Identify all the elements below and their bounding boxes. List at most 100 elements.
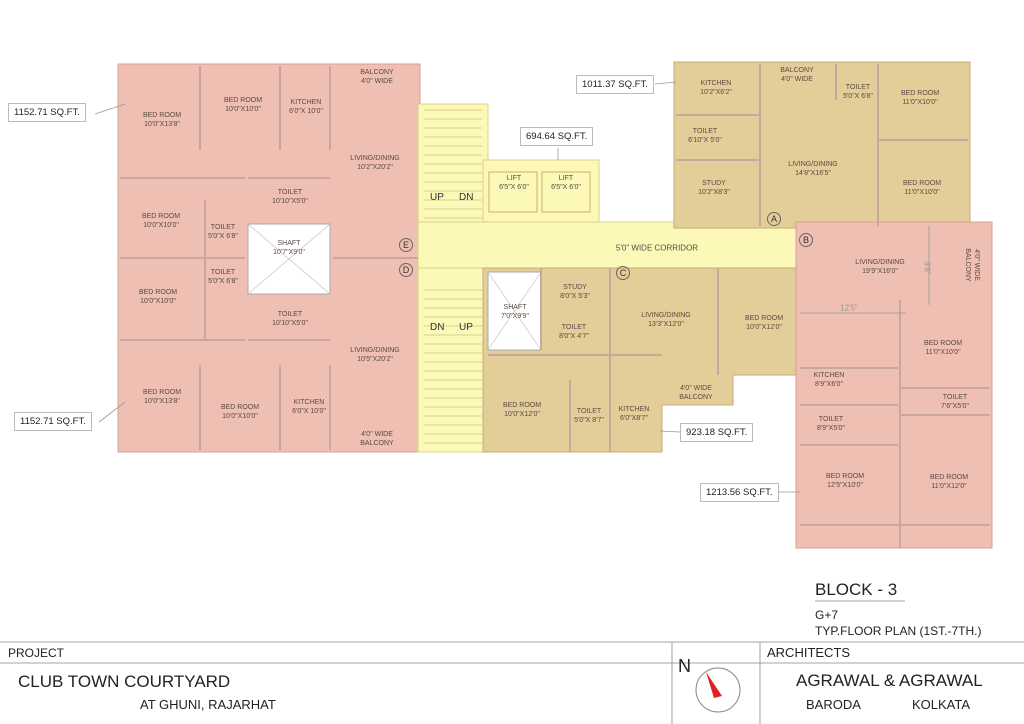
room-name: TOILET — [210, 269, 236, 276]
project-location: AT GHUNI, RAJARHAT — [140, 697, 276, 712]
room-label: KITCHEN 10'2"X6'2" — [700, 79, 732, 97]
room-dimensions: 10'2"X6'2" — [700, 89, 732, 96]
room-name: BED ROOM — [141, 213, 181, 220]
architects-name: AGRAWAL & AGRAWAL — [796, 671, 983, 690]
block-title: BLOCK - 3 — [815, 580, 898, 599]
room-dimensions: 7'0"X9'9" — [501, 313, 529, 320]
area-callout: 1152.71 SQ.FT. — [14, 412, 92, 431]
unit-marker: D — [399, 263, 413, 277]
room-dimensions: BALCONY — [964, 248, 971, 282]
room-dimensions: 10'0"X10'0" — [225, 106, 261, 113]
floors-label: G+7 — [815, 608, 839, 622]
room-dimensions: 10'7"X9'0" — [273, 249, 305, 256]
room-dimensions: 10'5"X20'2" — [357, 356, 393, 363]
room-dimensions: 10'0"X10'0" — [140, 298, 176, 305]
room-name: BED ROOM — [142, 112, 182, 119]
north-label: N — [678, 656, 691, 676]
room-name: TOILET — [576, 408, 602, 415]
room-dimensions: 6'5"X 6'0" — [551, 184, 581, 191]
room-dimensions: 8'9"X6'0" — [815, 381, 843, 388]
project-label: PROJECT — [8, 646, 65, 660]
dimension-label: 12'5" — [840, 303, 858, 313]
room-label: BED ROOM 12'5"X10'0" — [826, 472, 864, 490]
room-dimensions: 11'0"X10'0" — [904, 189, 940, 196]
room-name: BALCONY — [780, 67, 814, 74]
room-dimensions: 4'0" WIDE — [361, 78, 393, 85]
room-dimensions: 10'0"X13'8" — [144, 398, 180, 405]
area-callout: 1213.56 SQ.FT. — [700, 483, 779, 502]
room-name: 5'0" WIDE CORRIDOR — [615, 243, 699, 253]
room-name: BED ROOM — [138, 289, 178, 296]
room-name: LIFT — [558, 175, 574, 182]
area-callout: 1011.37 SQ.FT. — [576, 75, 654, 94]
room-name: TOILET — [845, 84, 871, 91]
room-dimensions: 6'0"X 10'0" — [292, 408, 326, 415]
room-name: 4'0" WIDE — [361, 431, 393, 438]
room-dimensions: 6'0"X 10'0" — [289, 108, 323, 115]
stair-direction-label: UP — [430, 192, 444, 203]
room-label: SHAFT 7'0"X9'9" — [501, 303, 529, 321]
room-label: STUDY 8'0"X 5'3" — [560, 283, 590, 301]
city-baroda: BARODA — [806, 697, 861, 712]
room-dimensions: 7'6"X5'0" — [941, 403, 969, 410]
room-name: LIVING/DINING — [855, 259, 905, 266]
room-name: BED ROOM — [825, 473, 865, 480]
room-name: TOILET — [692, 128, 718, 135]
room-label: LIFT 6'5"X 6'0" — [499, 174, 529, 192]
room-dimensions: 10'10"X5'0" — [272, 320, 308, 327]
room-name: LIFT — [506, 175, 522, 182]
lift-block — [482, 159, 600, 225]
room-dimensions: 10'0"X10'0" — [222, 413, 258, 420]
room-name: LIVING/DINING — [350, 347, 400, 354]
room-name: LIVING/DINING — [350, 155, 400, 162]
room-dimensions: 11'0"X10'0" — [902, 99, 938, 106]
room-label: LIVING/DINING 14'8"X16'5" — [788, 160, 837, 178]
room-dimensions: 11'0"X10'0" — [925, 349, 961, 356]
room-dimensions: 14'8"X16'5" — [795, 170, 831, 177]
room-name: KITCHEN — [293, 399, 325, 406]
room-label: TOILET 6'10"X 5'0" — [688, 127, 722, 145]
room-dimensions: 6'5"X 6'0" — [499, 184, 529, 191]
room-name: SHAFT — [503, 304, 527, 311]
room-name: 4'0" WIDE — [973, 249, 980, 281]
room-dimensions: 8'9"X5'0" — [817, 425, 845, 432]
architects-label: ARCHITECTS — [767, 645, 851, 660]
dimension-label: 9'8" — [922, 261, 932, 275]
stair-direction-label: DN — [459, 192, 474, 203]
room-label: BED ROOM 10'0"X10'0" — [221, 403, 259, 421]
room-name: TOILET — [277, 189, 303, 196]
room-dimensions: 13'3"X12'0" — [648, 321, 684, 328]
room-label: BED ROOM 11'0"X10'0" — [924, 339, 962, 357]
area-callout: 1152.71 SQ.FT. — [8, 103, 86, 122]
room-name: LIVING/DINING — [788, 161, 838, 168]
room-dimensions: 5'0"X 6'8" — [843, 93, 873, 100]
room-label: 5'0" WIDE CORRIDOR — [616, 244, 698, 253]
room-dimensions: 6'10"X 5'0" — [688, 137, 722, 144]
room-name: TOILET — [561, 324, 587, 331]
room-dimensions: 12'5"X10'0" — [827, 482, 863, 489]
area-callout: 923.18 SQ.FT. — [680, 423, 754, 442]
room-name: TOILET — [818, 416, 844, 423]
room-name: STUDY — [563, 284, 587, 291]
unit-marker: E — [399, 238, 413, 252]
room-name: BED ROOM — [220, 404, 260, 411]
room-dimensions: 8'0"X 5'3" — [560, 293, 590, 300]
stair-direction-label: UP — [459, 322, 473, 333]
room-dimensions: 10'10"X5'0" — [272, 198, 308, 205]
room-name: KITCHEN — [700, 80, 732, 87]
room-name: BED ROOM — [923, 340, 963, 347]
